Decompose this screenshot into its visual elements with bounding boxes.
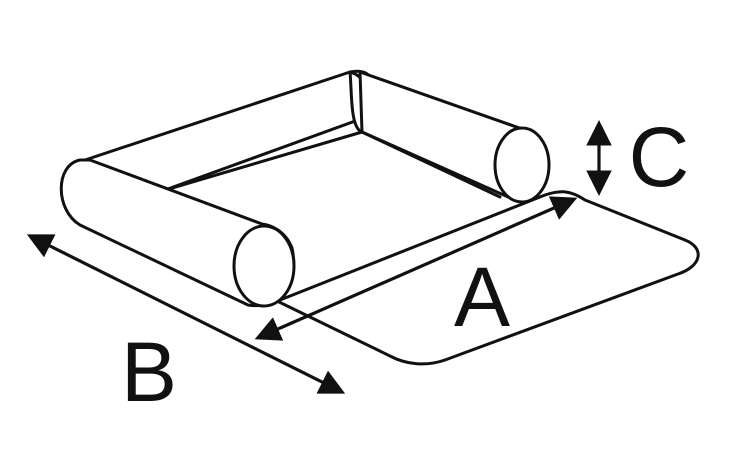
dimension-b-arrow — [26, 234, 346, 394]
inner-edge-back — [170, 130, 364, 190]
label-b: B — [121, 325, 177, 419]
inner-edge-right — [360, 130, 502, 199]
front-bolster-end — [232, 224, 296, 308]
label-c: C — [629, 110, 690, 204]
right-bolster-end — [493, 126, 551, 204]
label-a: A — [454, 250, 510, 344]
